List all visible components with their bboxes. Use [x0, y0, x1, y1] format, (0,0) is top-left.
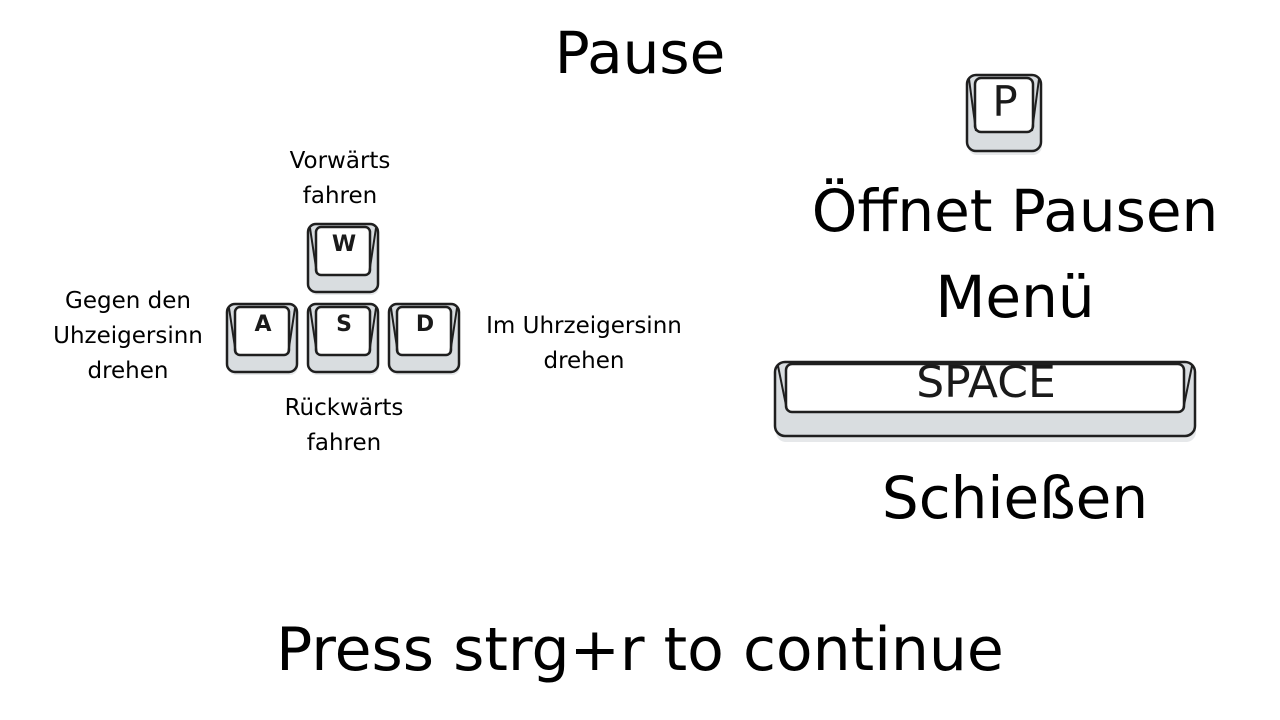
counterclockwise-label: Gegen den Uhzeigersinn drehen: [38, 284, 218, 389]
cw-label-line1: Im Uhrzeigersinn: [486, 313, 682, 339]
forward-label-line2: fahren: [302, 183, 378, 209]
d-key: D: [387, 302, 463, 378]
s-key-icon: [306, 302, 380, 375]
space-key-label: SPACE: [916, 357, 1056, 408]
p-key: P: [965, 73, 1045, 157]
a-key-icon: [225, 302, 299, 375]
d-key-icon: [387, 302, 461, 375]
s-key-label: S: [336, 312, 352, 337]
p-key-label: P: [992, 77, 1018, 126]
w-key-label: W: [331, 232, 357, 257]
ccw-label-line2: Uhzeigersinn: [53, 323, 203, 349]
pause-desc-line1: Öffnet Pausen: [811, 177, 1219, 245]
pause-desc-line2: Menü: [935, 263, 1095, 331]
forward-label: Vorwärts fahren: [260, 144, 420, 214]
backward-label-line1: Rückwärts: [284, 395, 404, 421]
a-key-label: A: [254, 312, 272, 337]
w-key: W: [306, 222, 382, 298]
shoot-description: Schießen: [881, 464, 1149, 532]
space-key: SPACE: [773, 357, 1199, 444]
forward-label-line1: Vorwärts: [289, 148, 391, 174]
continue-hint: Press strg+r to continue: [276, 615, 1004, 685]
d-key-label: D: [415, 312, 435, 337]
ccw-label-line1: Gegen den: [65, 288, 191, 314]
backward-label: Rückwärts fahren: [264, 391, 424, 461]
a-key: A: [225, 302, 301, 378]
cw-label-line2: drehen: [543, 348, 625, 374]
w-key-icon: [306, 222, 380, 295]
s-key: S: [306, 302, 382, 378]
pause-menu-description: Öffnet Pausen Menü: [760, 168, 1270, 340]
space-key-icon: [773, 360, 1197, 442]
clockwise-label: Im Uhrzeigersinn drehen: [474, 309, 694, 379]
p-key-icon: [965, 73, 1043, 155]
backward-label-line2: fahren: [306, 430, 382, 456]
ccw-label-line3: drehen: [87, 358, 169, 384]
pause-title: Pause: [554, 19, 726, 87]
